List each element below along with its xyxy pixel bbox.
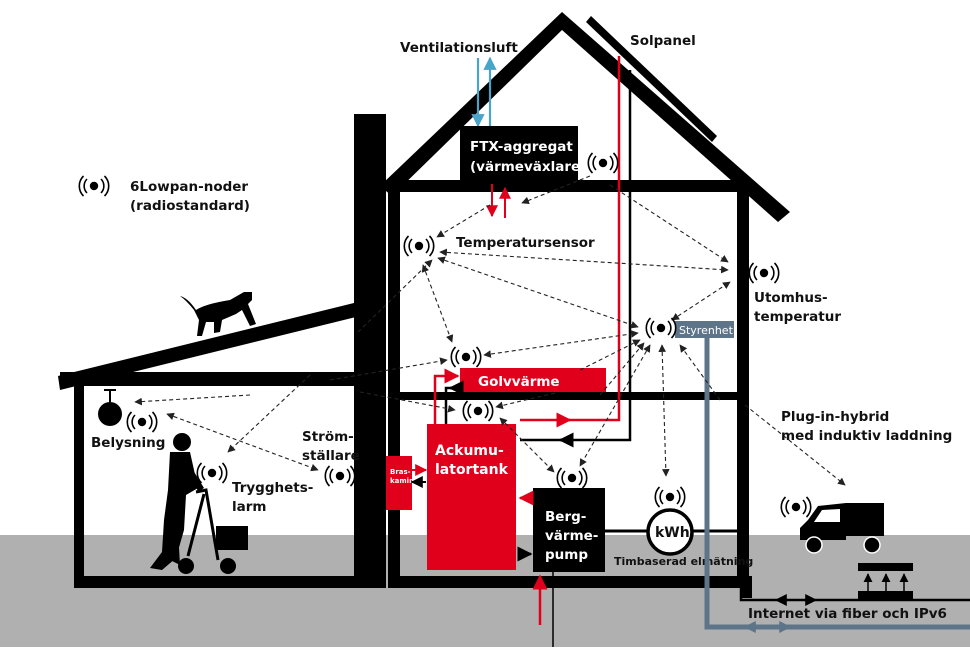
house-structure (380, 12, 790, 588)
stove-label-1: Bras- (390, 468, 411, 476)
stove-box (386, 456, 412, 510)
pump-label-1: Berg- (545, 509, 586, 525)
radio-node-icon-temp (403, 235, 435, 257)
radio-node-icon-switch (324, 465, 356, 487)
alarm-label-2: larm (232, 499, 266, 515)
geothermal-pump (533, 488, 605, 572)
internet-label: Internet via fiber och IPv6 (748, 606, 947, 622)
car-label-2: med induktiv laddning (781, 428, 952, 444)
radio-node-icon-lamp (126, 411, 158, 433)
control-unit (675, 321, 734, 338)
stove-label-2: kamin (390, 477, 414, 485)
kwh-label: kWh (655, 525, 690, 541)
switch-label-1: Ström- (302, 429, 354, 445)
lamp-icon (98, 389, 122, 426)
van-icon (800, 503, 884, 554)
ftx-label-2: (värmeväxlare) (470, 159, 586, 175)
tank-label-2: latortank (435, 462, 509, 478)
pump-label-2: värme- (545, 528, 598, 544)
annex-structure (58, 302, 374, 588)
ftx-label-1: FTX-aggregat (470, 139, 573, 155)
tank-label-1: Ackumu- (435, 443, 504, 459)
ground-left-notch (0, 535, 74, 547)
control-unit-label: Styrenhet (679, 324, 734, 337)
radio-node-icon-car (780, 496, 812, 518)
charging-pad-top (858, 563, 913, 571)
lighting-label: Belysning (91, 435, 165, 451)
ventilation-label: Ventilationsluft (400, 40, 518, 56)
chimney (354, 114, 386, 588)
radio-node-icon-alarm (196, 462, 228, 484)
radio-node-icon-meter (654, 486, 686, 508)
alarm-label-1: Trygghets- (232, 480, 313, 496)
radio-node-icon-tank (462, 400, 494, 422)
radio-node-icon-pump (556, 467, 588, 489)
outdoor-label-2: temperatur (754, 309, 841, 325)
ftx-unit (460, 126, 578, 182)
floor-heating-label: Golvvärme (478, 374, 560, 390)
temp-sensor-label: Temperatursensor (456, 235, 595, 251)
radio-node-icon-ftx (587, 152, 619, 174)
meter-caption: Timbaserad elmätning (614, 555, 753, 568)
switch-label-2: ställare (302, 448, 360, 464)
kwh-meter (646, 508, 694, 556)
pump-label-3: pump (545, 547, 588, 563)
radio-connections (134, 175, 846, 486)
radio-node-icon-floor (450, 346, 482, 368)
solar-panel-label: Solpanel (630, 33, 696, 49)
charging-pad-base (858, 591, 913, 599)
cat-icon (180, 292, 256, 336)
legend-label-1: 6Lowpan-noder (130, 179, 248, 195)
outdoor-label-1: Utomhus- (754, 290, 828, 306)
radio-node-icon-legend (78, 175, 110, 197)
legend-label-2: (radiostandard) (130, 198, 250, 214)
radio-node-icon-outdoor (748, 262, 780, 284)
car-label-1: Plug-in-hybrid (781, 409, 889, 425)
radio-node-icon-control (645, 317, 677, 339)
